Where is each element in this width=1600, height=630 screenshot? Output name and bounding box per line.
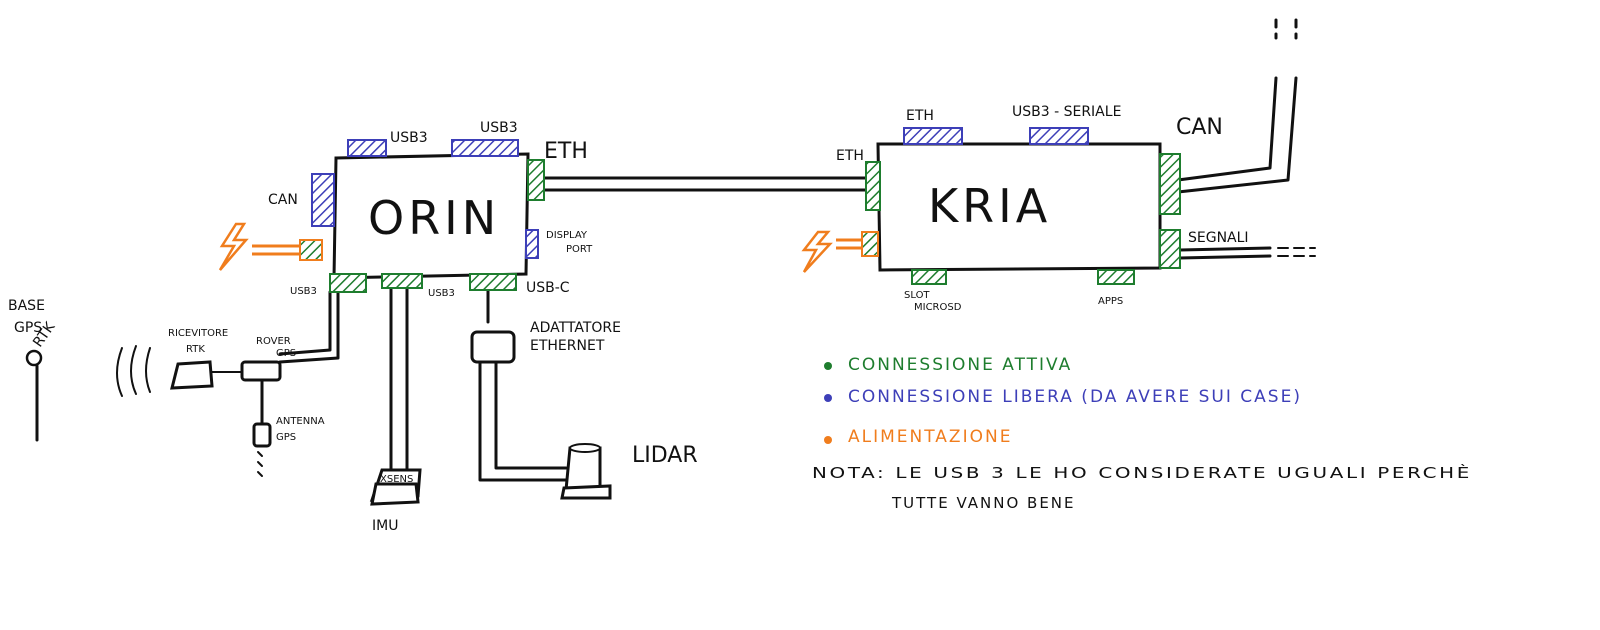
imu-cable [389, 284, 409, 472]
kria-eth-left-port [865, 161, 881, 211]
eth-link [531, 176, 868, 192]
legend-power-dot [824, 436, 832, 444]
legend-power-label: ALIMENTAZIONE [848, 427, 1012, 447]
adattatore-label-1: ADATTATORE [530, 320, 621, 336]
legend-free-dot [824, 394, 832, 402]
radio-waves-icon [116, 345, 151, 397]
orin-usb3-bottom-mid-label: USB3 [428, 288, 455, 299]
rover-label-1: ROVER [256, 336, 291, 347]
ethernet-adapter: ADATTATORE ETHERNET [470, 320, 621, 364]
legend-active-label: CONNESSIONE ATTIVA [848, 355, 1072, 375]
lidar-label: LIDAR [632, 443, 698, 468]
orin-usbc-label: USB-C [526, 280, 570, 296]
orin-usb3-bottom-left-port [329, 273, 367, 293]
rover-label-2: GPS [276, 348, 296, 359]
lidar-device: LIDAR [560, 443, 698, 500]
orin-power-plug [252, 239, 323, 261]
kria-can-label: CAN [1176, 115, 1223, 140]
kria-segnali-port [1159, 229, 1181, 269]
kria-board: KRIA ETH ETH USB3 - SERIALE CAN SEGNALI … [801, 104, 1249, 313]
adattatore-label-2: ETHERNET [530, 338, 605, 354]
kria-power-plug [836, 231, 879, 257]
gps-antenna: ANTENNA GPS [252, 416, 325, 477]
orin-power-bolt-icon [218, 222, 249, 271]
kria-power-bolt-icon [801, 230, 833, 273]
orin-usb3-top-right-label: USB3 [480, 120, 518, 136]
orin-usb3-bottom-mid-port [381, 273, 423, 289]
orin-board: ORIN USB3 USB3 ETH CAN DISPLAY PORT USB3… [218, 120, 593, 299]
legend: CONNESSIONE ATTIVA CONNESSIONE LIBERA (D… [824, 355, 1302, 447]
ricevitore-label-2: RTK [186, 344, 205, 355]
antenna-label-2: GPS [276, 432, 296, 443]
kria-slot-label-2: MICROSD [914, 302, 962, 313]
ricevitore-label-1: RICEVITORE [168, 328, 228, 339]
note-line-1: NOTA: LE USB 3 LE HO CONSIDERATE UGUALI … [812, 463, 1472, 482]
base-gps-label-1: BASE [8, 298, 45, 314]
kria-slot-label-1: SLOT [904, 290, 930, 301]
kria-eth-left-label: ETH [836, 148, 864, 164]
rover-gps: ROVER GPS [240, 336, 296, 382]
kria-usb3-serial-port [1029, 127, 1089, 145]
legend-free-label: CONNESSIONE LIBERA (DA AVERE SUI CASE) [848, 387, 1302, 407]
legend-active-dot [824, 362, 832, 370]
base-gps-rtk: BASE GPS RTK [8, 298, 59, 442]
kria-title: KRIA [928, 179, 1051, 233]
kria-usb3-serial-label: USB3 - SERIALE [1012, 104, 1121, 120]
kria-microsd-slot [911, 269, 947, 285]
lidar-cable [478, 288, 568, 482]
base-gps-label-2: GPS [14, 320, 42, 336]
note-line-2: TUTTE VANNO BENE [891, 494, 1076, 512]
imu-device: XSENS IMU [369, 468, 422, 534]
orin-display-port [525, 229, 539, 259]
note: NOTA: LE USB 3 LE HO CONSIDERATE UGUALI … [812, 463, 1472, 512]
kria-segnali-label: SEGNALI [1188, 230, 1249, 246]
rtk-receiver: RICEVITORE RTK [116, 328, 228, 397]
orin-usbc-port [469, 273, 517, 291]
kria-apps-port [1097, 269, 1135, 285]
kria-eth-top-port [903, 127, 963, 145]
orin-usb3-top-left-port [347, 139, 387, 157]
base-antenna-icon [25, 349, 43, 367]
orin-usb3-top-left-label: USB3 [390, 130, 428, 146]
gps-cable [211, 290, 340, 426]
orin-eth-label: ETH [544, 139, 588, 164]
imu-label: IMU [372, 518, 398, 534]
kria-eth-top-label: ETH [906, 108, 934, 124]
orin-display-label-1: DISPLAY [546, 230, 588, 241]
orin-can-port [311, 173, 335, 227]
orin-usb3-bottom-left-label: USB3 [290, 286, 317, 297]
kria-can-cable [1176, 18, 1298, 194]
kria-signals-cable [1178, 246, 1316, 260]
kria-can-port [1159, 153, 1181, 215]
antenna-label-1: ANTENNA [276, 416, 325, 427]
orin-can-label: CAN [268, 192, 298, 208]
orin-display-label-2: PORT [566, 244, 593, 255]
orin-title: ORIN [368, 191, 500, 245]
imu-chip-label: XSENS [380, 474, 413, 485]
orin-eth-port [527, 159, 545, 201]
kria-apps-label: APPS [1098, 296, 1123, 307]
orin-usb3-top-right-port [451, 139, 519, 157]
